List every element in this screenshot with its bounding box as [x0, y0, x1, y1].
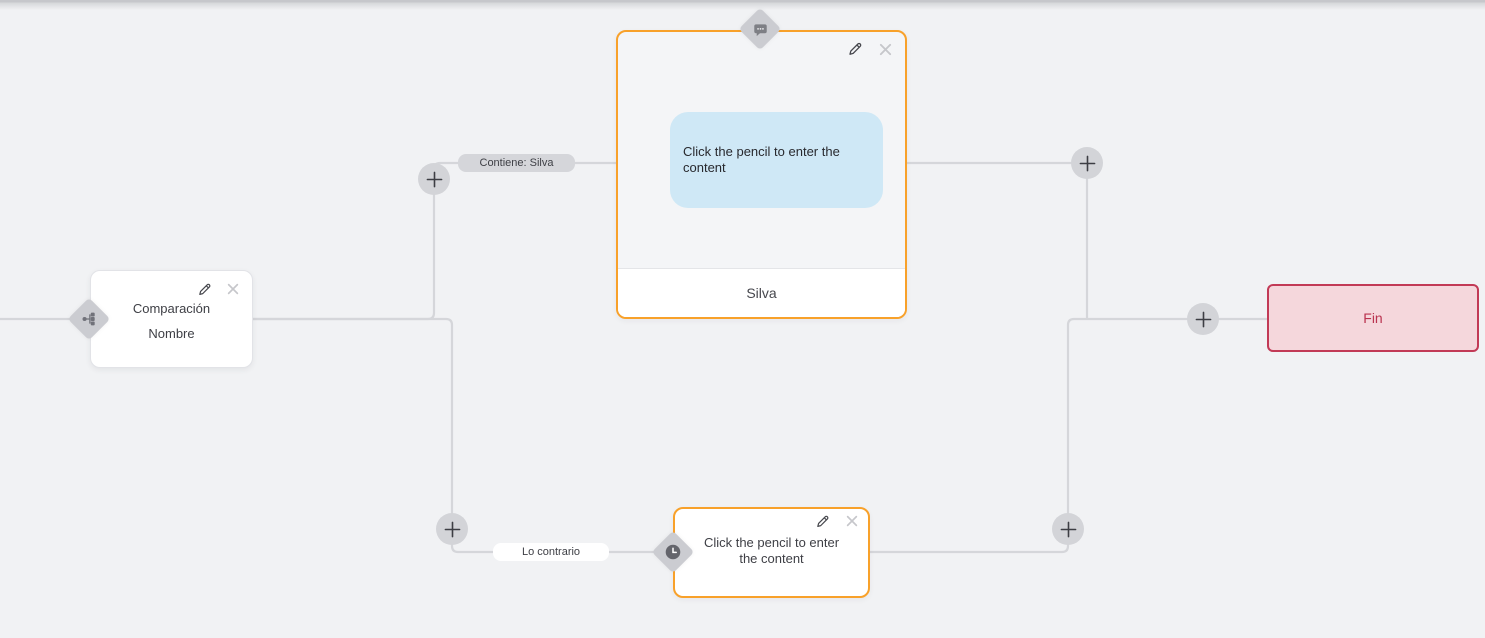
- message-bubble: Click the pencil to enter the content: [670, 112, 883, 208]
- delete-node-button[interactable]: [844, 513, 860, 529]
- edge-label-contiene-silva[interactable]: Contiene: Silva: [458, 154, 575, 172]
- message-footer-label: Silva: [746, 285, 777, 301]
- plus-icon: [444, 521, 460, 537]
- close-icon: [227, 283, 239, 295]
- edit-node-button[interactable]: [196, 281, 212, 297]
- add-node-button-before-end[interactable]: [1187, 303, 1219, 335]
- close-icon: [879, 43, 891, 55]
- edge-condition-false: [253, 317, 675, 554]
- hierarchy-icon: [82, 312, 95, 326]
- delete-node-button[interactable]: [877, 41, 893, 57]
- pencil-icon: [849, 42, 862, 55]
- node-condition-comparacion[interactable]: Comparación Nombre: [90, 270, 253, 368]
- close-icon: [846, 515, 858, 527]
- plus-icon: [426, 171, 442, 187]
- delay-node-badge: [651, 530, 695, 574]
- pencil-icon: [198, 283, 210, 295]
- node-delay[interactable]: Click the pencil to enter the content: [673, 507, 870, 598]
- plus-icon: [1060, 521, 1076, 537]
- delete-node-button[interactable]: [225, 281, 241, 297]
- end-node-label: Fin: [1363, 310, 1383, 326]
- toolbar-edge-shadow: [0, 0, 1485, 10]
- node-end-fin[interactable]: Fin: [1267, 284, 1479, 352]
- edit-node-button[interactable]: [847, 41, 863, 57]
- add-node-button-after-message[interactable]: [1071, 147, 1103, 179]
- pencil-icon: [816, 515, 828, 527]
- condition-title-line1: Comparación: [132, 301, 211, 316]
- edit-node-button[interactable]: [814, 513, 830, 529]
- clock-icon: [665, 544, 681, 560]
- condition-node-title: Comparación Nombre: [91, 301, 252, 342]
- edge-message-out: [905, 161, 1089, 319]
- plus-icon: [1079, 155, 1095, 171]
- chat-bubble-icon: [753, 23, 767, 36]
- message-node-badge: [738, 7, 782, 51]
- plus-icon: [1195, 311, 1211, 327]
- edge-label-lo-contrario[interactable]: Lo contrario: [493, 543, 609, 561]
- add-node-button-after-delay[interactable]: [1052, 513, 1084, 545]
- condition-title-line2: Nombre: [148, 326, 195, 341]
- add-node-button-branch-true[interactable]: [418, 163, 450, 195]
- node-message-silva[interactable]: Click the pencil to enter the content Si…: [616, 30, 907, 319]
- message-node-footer: Silva: [618, 268, 905, 317]
- condition-node-badge: [67, 297, 111, 341]
- delay-node-placeholder: Click the pencil to enter the content: [703, 535, 840, 566]
- edge-delay-out: [868, 317, 1267, 554]
- message-bubble-text: Click the pencil to enter the content: [683, 144, 840, 175]
- add-node-button-branch-false[interactable]: [436, 513, 468, 545]
